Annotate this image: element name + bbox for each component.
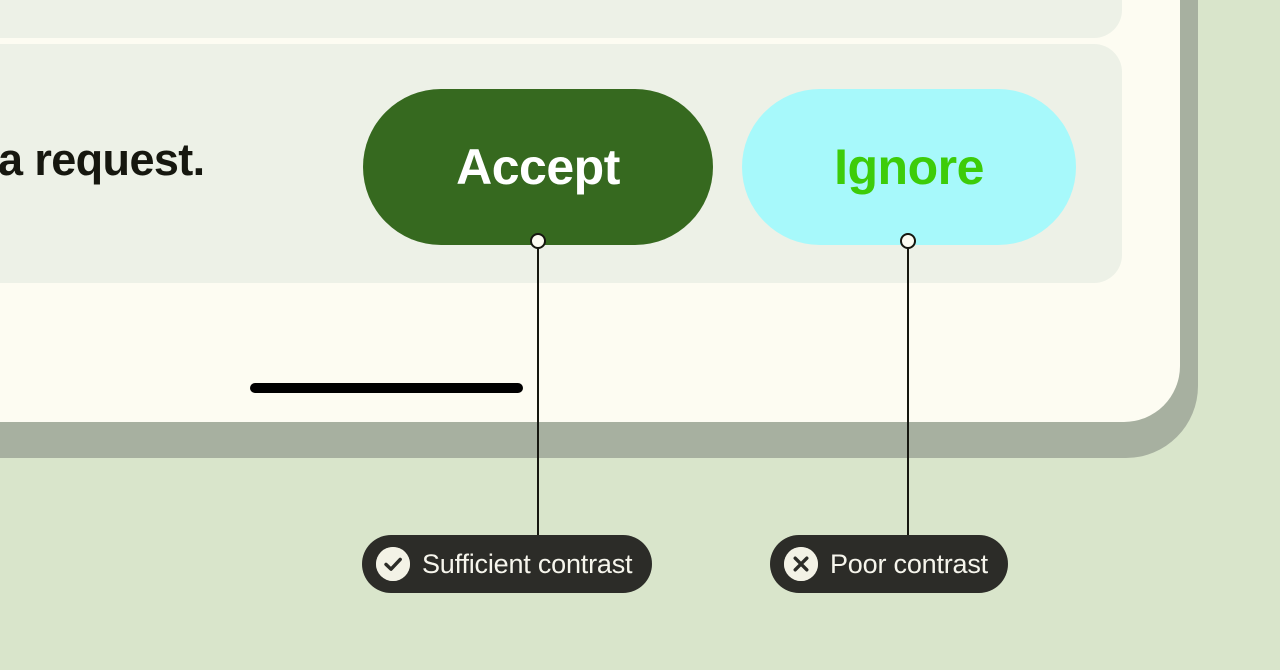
leader-line-accept xyxy=(537,241,539,541)
annotation-sufficient-label: Sufficient contrast xyxy=(422,548,633,579)
accept-button[interactable]: Accept xyxy=(363,89,713,245)
check-circle-icon xyxy=(376,547,410,581)
body-text: a request. xyxy=(0,134,205,185)
x-circle-icon xyxy=(784,547,818,581)
ignore-button[interactable]: Ignore xyxy=(742,89,1076,245)
annotation-poor-contrast: Poor contrast xyxy=(770,535,1008,593)
leader-dot-ignore xyxy=(900,233,916,249)
content-panel-top xyxy=(0,0,1122,38)
leader-dot-accept xyxy=(530,233,546,249)
home-indicator xyxy=(250,383,523,393)
annotation-poor-label: Poor contrast xyxy=(830,548,988,579)
annotation-sufficient-contrast: Sufficient contrast xyxy=(362,535,653,593)
leader-line-ignore xyxy=(907,241,909,541)
